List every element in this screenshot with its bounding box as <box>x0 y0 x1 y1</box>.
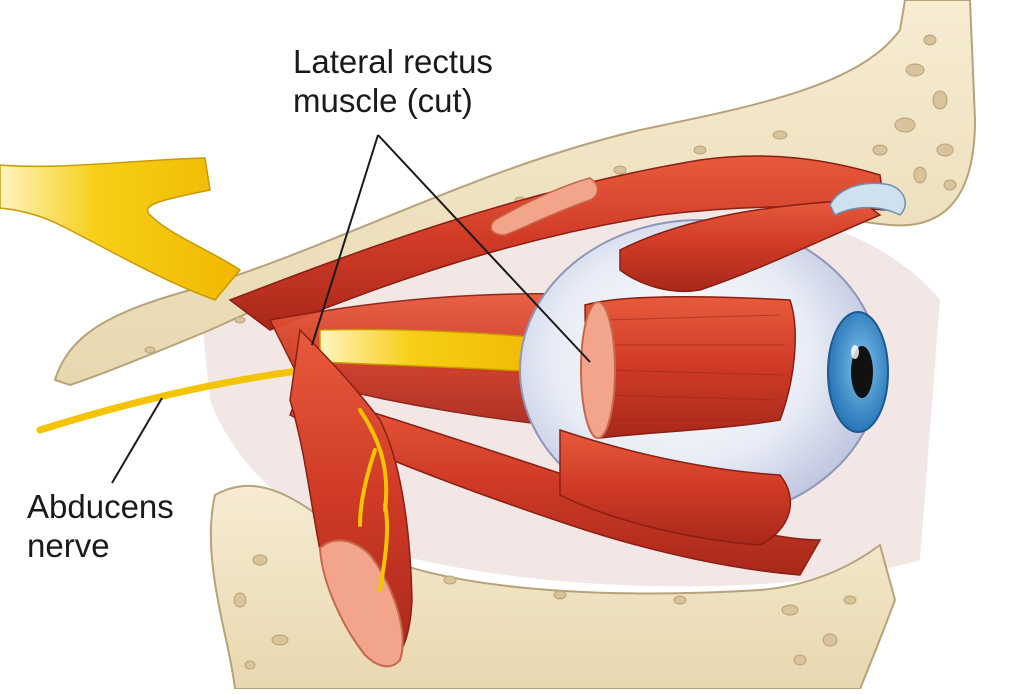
bone-texture-lower <box>233 554 857 670</box>
abducens-label-line2: nerve <box>27 527 110 564</box>
pupil <box>851 346 873 398</box>
trochlea <box>829 182 906 217</box>
leader-line-lateral-rectus-cut <box>377 134 591 363</box>
lateral-rectus-cut-upper <box>490 177 599 236</box>
pupil-highlight <box>851 345 859 359</box>
leader-line-lateral-rectus-upper <box>311 134 379 346</box>
leader-line-abducens <box>111 397 163 484</box>
lateral-rectus-striations <box>604 314 786 421</box>
oculomotor-nerve <box>0 157 242 301</box>
abducens-nerve-on-muscle <box>358 408 390 592</box>
inferior-oblique <box>559 428 791 546</box>
lateral-rectus-label-line1: Lateral rectus <box>293 43 493 80</box>
lateral-rectus-cut-surface <box>580 301 616 439</box>
leader-lines <box>111 134 591 484</box>
abducens-label-line1: Abducens <box>27 488 174 525</box>
lateral-rectus-label-line2: muscle (cut) <box>293 82 473 119</box>
abducens-nerve-label: Abducens nerve <box>27 487 174 565</box>
superior-rectus-insertion <box>619 199 882 293</box>
inferior-rectus-cut-end <box>318 539 404 668</box>
lateral-rectus-label: Lateral rectus muscle (cut) <box>293 42 493 120</box>
